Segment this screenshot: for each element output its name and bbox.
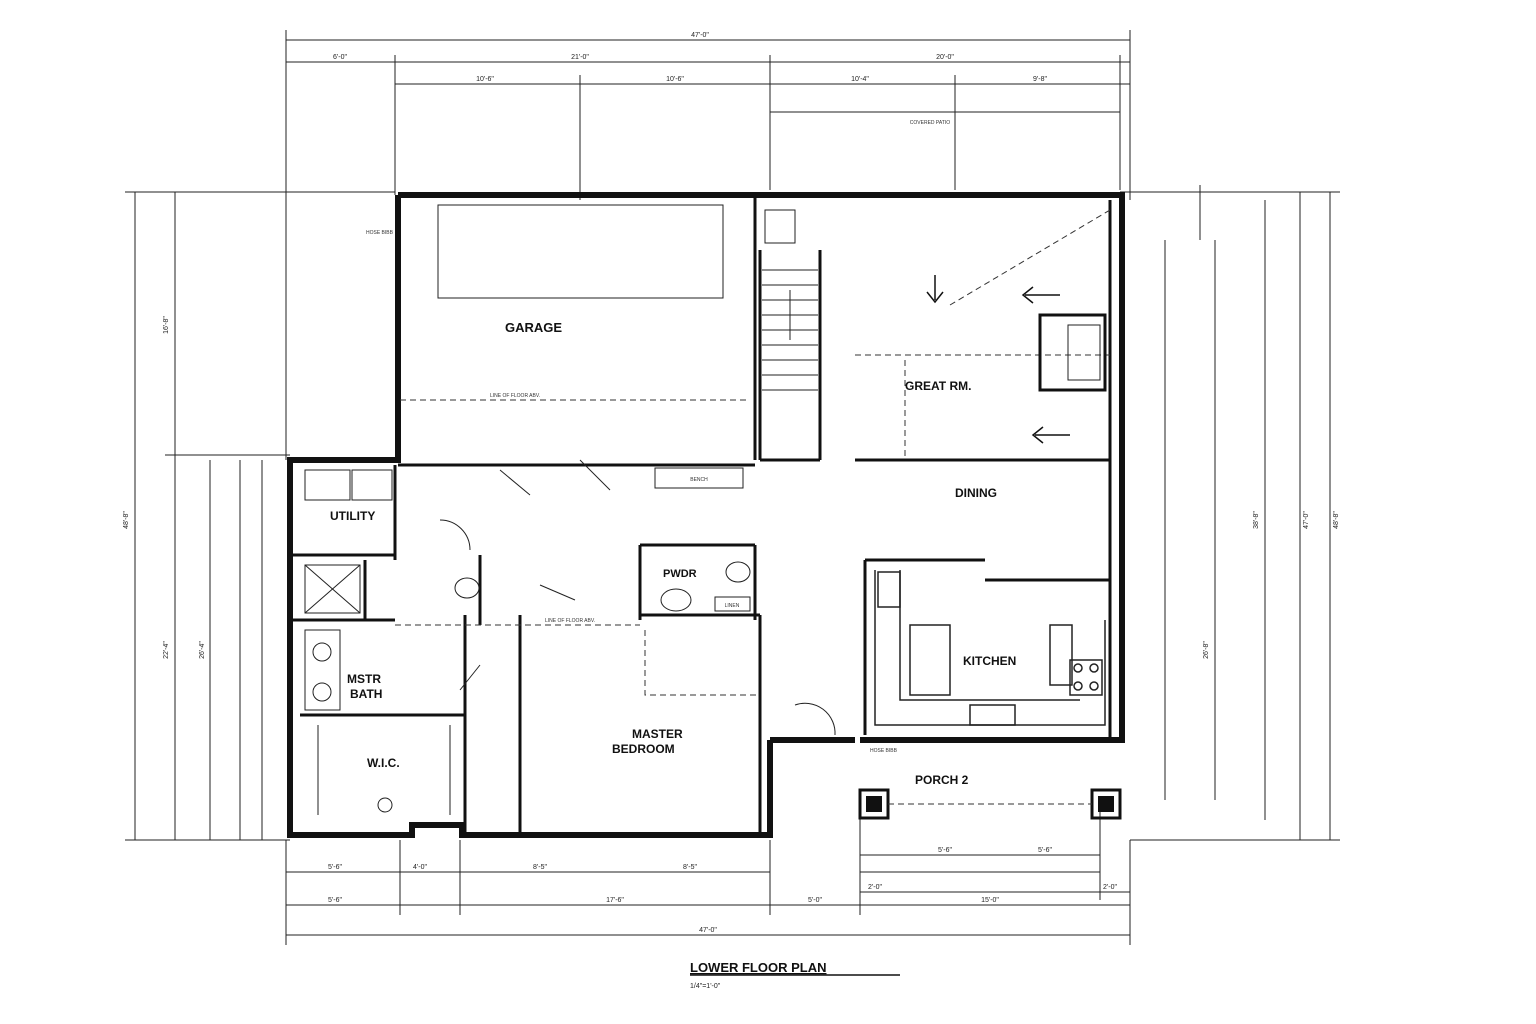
dryer	[351, 469, 393, 501]
line-floor-abv-label-1: LINE OF FLOOR ABV.	[490, 393, 540, 399]
dim-top-3: 20'-0"	[936, 54, 954, 61]
drawing-scale: 1/4"=1'-0"	[690, 983, 721, 990]
linen-label: LINEN	[725, 603, 740, 609]
room-master-bedroom-line1: MASTER	[632, 727, 683, 741]
room-pwdr: PWDR	[663, 568, 697, 580]
dim-top-5: 10'-6"	[666, 76, 684, 83]
garage-door-outline	[437, 204, 724, 299]
hose-bibb-label-1: HOSE BIBB	[366, 230, 394, 236]
shower	[304, 564, 361, 614]
sink-2	[312, 682, 332, 702]
line-floor-abv-label-2: LINE OF FLOOR ABV.	[545, 618, 595, 624]
room-great-rm: GREAT RM.	[905, 379, 971, 393]
dim-bot-2: 4'-0"	[413, 864, 427, 871]
room-kitchen: KITCHEN	[963, 654, 1016, 668]
dim-bot-12: 15'-0"	[981, 897, 999, 904]
toilet-mstr	[454, 577, 480, 599]
bench	[654, 467, 744, 489]
dim-top-2: 21'-0"	[571, 54, 589, 61]
room-porch: PORCH 2	[915, 773, 969, 787]
right-dimension-lines	[1120, 185, 1340, 841]
dim-bot-11: 5'-0"	[808, 897, 822, 904]
dim-bot-9: 5'-6"	[328, 897, 342, 904]
covered-patio-label: COVERED PATIO	[910, 120, 950, 126]
dashed-ceiling-master	[644, 630, 760, 696]
dim-left-2: 22'-4"	[163, 641, 170, 659]
dim-right-overall: 48'-8"	[1333, 511, 1340, 529]
wic-shelving	[317, 725, 451, 815]
room-garage: GARAGE	[505, 320, 562, 335]
room-utility: UTILITY	[330, 509, 375, 523]
fireplace-hearth	[1067, 324, 1101, 381]
dim-left-1: 16'-8"	[163, 316, 170, 334]
dim-top-6: 10'-4"	[851, 76, 869, 83]
kitchen-counters	[874, 570, 1106, 726]
room-wic: W.I.C.	[367, 756, 400, 770]
dim-bot-1: 5'-6"	[328, 864, 342, 871]
dim-bot-4: 8'-5"	[683, 864, 697, 871]
hose-bibb-label-2: HOSE BIBB	[870, 748, 898, 754]
dim-right-2: 38'-8"	[1253, 511, 1260, 529]
top-dimension-lines	[285, 30, 1131, 460]
shower-x-2	[304, 564, 361, 614]
great-rm-diagonal	[949, 209, 1111, 306]
pwdr-sink	[660, 588, 692, 612]
water-heater	[764, 209, 796, 244]
dim-right-3: 26'-8"	[1203, 641, 1210, 659]
dim-bot-7: 2'-0"	[868, 884, 882, 891]
dim-bot-3: 8'-5"	[533, 864, 547, 871]
dim-left-3: 26'-4"	[199, 641, 206, 659]
bottom-dimension-lines	[285, 800, 1131, 945]
ceiling-arrows	[926, 275, 1070, 444]
dim-top-7: 9'-8"	[1033, 76, 1047, 83]
porch-posts	[858, 788, 1122, 820]
dim-top-1: 6'-0"	[333, 54, 347, 61]
left-dimension-lines	[125, 191, 395, 841]
room-mstr-bath-line2: BATH	[350, 687, 382, 701]
dim-overall-bottom: 47'-0"	[699, 927, 717, 934]
dim-bot-6: 5'-6"	[1038, 847, 1052, 854]
dim-top-4: 10'-6"	[476, 76, 494, 83]
dim-right-1: 47'-0"	[1303, 511, 1310, 529]
dim-bot-8: 2'-0"	[1103, 884, 1117, 891]
toilet-pwdr	[725, 561, 751, 583]
washer	[304, 469, 351, 501]
linen-closet	[714, 596, 751, 612]
fireplace	[1038, 313, 1107, 392]
stairs	[762, 269, 818, 391]
interior-walls	[290, 195, 1112, 835]
room-mstr-bath-line1: MSTR	[347, 672, 381, 686]
bench-label: BENCH	[690, 477, 708, 483]
dim-overall-top: 47'-0"	[691, 32, 709, 39]
drawing-title: LOWER FLOOR PLAN	[690, 960, 827, 975]
door-swings	[439, 459, 836, 736]
dim-bot-5: 5'-6"	[938, 847, 952, 854]
exterior-wall	[287, 192, 1125, 838]
room-master-bedroom-line2: BEDROOM	[612, 742, 675, 756]
dim-bot-10: 17'-6"	[606, 897, 624, 904]
vanity	[304, 629, 341, 711]
room-dining: DINING	[955, 486, 997, 500]
dim-left-overall: 48'-8"	[123, 511, 130, 529]
sink-1	[312, 642, 332, 662]
